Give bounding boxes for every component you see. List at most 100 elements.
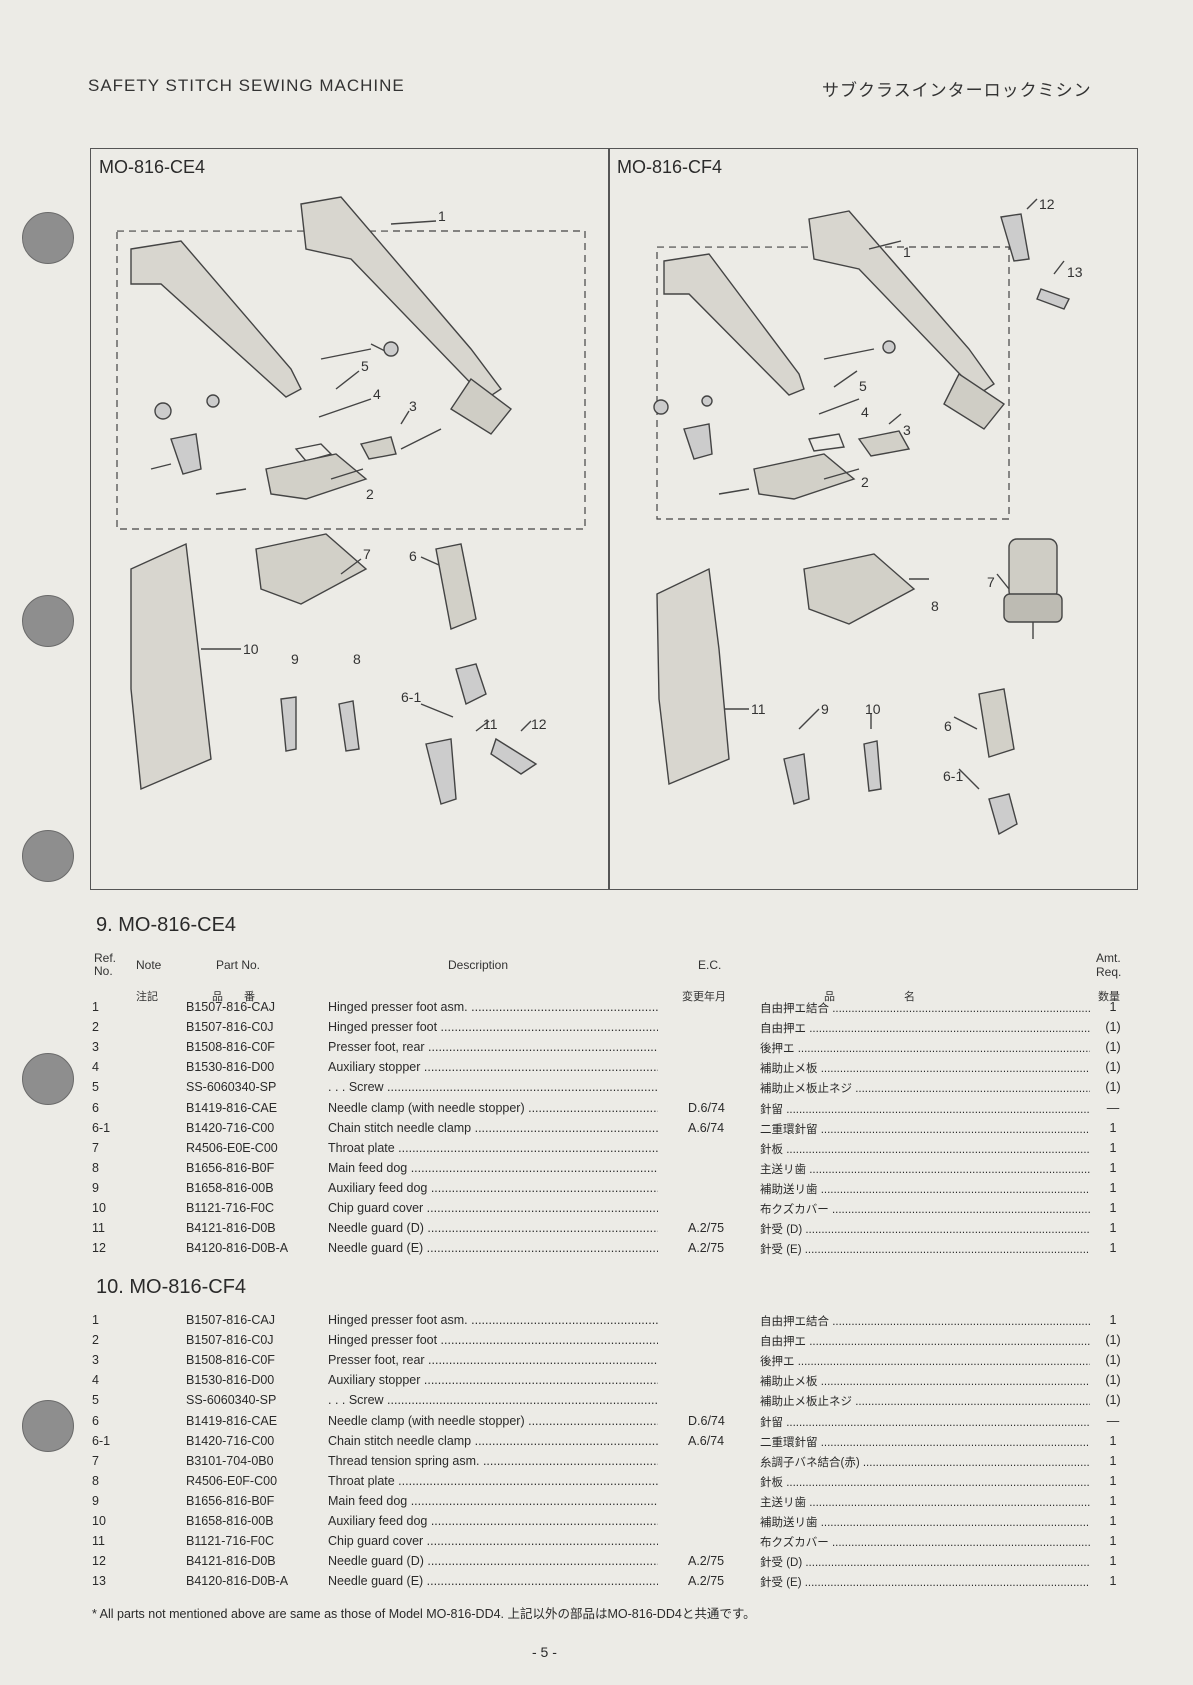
amt-cell: 1 xyxy=(1109,1534,1117,1549)
part-no-cell: B1530-816-D00 xyxy=(186,1373,275,1388)
callout-label: 3 xyxy=(409,398,417,414)
jp-name-cell: 自由押エ結合 .................................… xyxy=(760,1316,1090,1328)
callout-label: 7 xyxy=(363,546,371,562)
column-header-ref-no: Ref. No. xyxy=(94,951,117,978)
jp-name-cell: 針受 (E) .................................… xyxy=(760,1577,1090,1590)
part-no-cell: SS-6060340-SP xyxy=(186,1080,277,1095)
part-no-cell: B1508-816-C0F xyxy=(186,1353,275,1368)
exploded-view-right: 12 13 1 5 4 3 2 7 8 11 9 10 6 6-1 xyxy=(649,196,1083,836)
description-cell: Needle guard (E) .......................… xyxy=(328,1241,658,1256)
description-cell: Throat plate ...........................… xyxy=(328,1473,658,1488)
description-cell: . . . Screw ............................… xyxy=(328,1393,658,1408)
ref-no-cell: 5 xyxy=(92,1080,99,1095)
amt-cell: (1) xyxy=(1105,1373,1121,1388)
part-no-cell: B1507-816-CAJ xyxy=(186,1313,275,1327)
part-no-cell: SS-6060340-SP xyxy=(186,1393,277,1408)
ref-no-cell: 6 xyxy=(92,1100,99,1115)
description-cell: Thread tension spring asm. .............… xyxy=(328,1453,658,1468)
callout-label: 7 xyxy=(987,574,995,590)
callout-label: 2 xyxy=(861,474,869,490)
callout-label: 6-1 xyxy=(401,689,421,705)
jp-name-cell: 後押エ ....................................… xyxy=(760,1356,1090,1369)
jp-name-cell: 補助送リ歯 ..................................… xyxy=(760,1183,1090,1196)
jp-name-cell: 針板 .....................................… xyxy=(760,1143,1090,1156)
column-header-jp-name: 名 xyxy=(904,991,915,1003)
part-no-cell: B1507-816-C0J xyxy=(186,1020,274,1035)
part-no-cell: B1420-716-C00 xyxy=(186,1433,275,1448)
description-cell: Auxiliary stopper ......................… xyxy=(328,1060,658,1075)
ref-no-cell: 4 xyxy=(92,1060,99,1075)
part-no-cell: B3101-704-0B0 xyxy=(186,1453,274,1468)
ref-no-cell: 12 xyxy=(92,1241,106,1256)
column-header-jp-name: 品 xyxy=(824,991,835,1003)
jp-name-cell: 針板 .....................................… xyxy=(760,1476,1090,1489)
callout-label: 5 xyxy=(361,358,369,374)
callout-label: 5 xyxy=(859,378,867,394)
ec-cell: A.2/75 xyxy=(688,1241,725,1256)
ec-cell: A.2/75 xyxy=(688,1554,725,1569)
jp-name-cell: 自由押エ ...................................… xyxy=(760,1336,1090,1349)
figure-panel-left: MO-816-CE4 xyxy=(90,148,610,890)
description-cell: Needle clamp (with needle stopper) .....… xyxy=(328,1100,658,1115)
ref-no-cell: 10 xyxy=(92,1514,106,1528)
amt-cell: (1) xyxy=(1105,1040,1121,1055)
jp-name-cell: 補助止メ板止ネジ ...............................… xyxy=(760,1396,1090,1409)
part-no-cell: B1508-816-C0F xyxy=(186,1040,275,1055)
jp-name-cell: 布クズカバー .................................… xyxy=(760,1204,1090,1216)
part-no-cell: B1121-716-F0C xyxy=(186,1201,275,1215)
part-no-cell: B4121-816-D0B xyxy=(186,1554,276,1569)
ec-cell: A.2/75 xyxy=(688,1221,725,1236)
column-header-amt-req: Amt. Req. xyxy=(1096,951,1122,979)
jp-name-cell: 補助止メ板 ..................................… xyxy=(760,1063,1090,1076)
ec-cell: D.6/74 xyxy=(688,1100,725,1115)
amt-cell: 1 xyxy=(1109,1000,1117,1014)
jp-name-cell: 針留 .....................................… xyxy=(760,1103,1090,1116)
ref-no-cell: 1 xyxy=(92,1313,99,1327)
amt-cell: 1 xyxy=(1109,1433,1117,1448)
description-cell: Needle guard (E) .......................… xyxy=(328,1574,658,1589)
amt-cell: (1) xyxy=(1105,1393,1121,1408)
figure-model-right: MO-816-CF4 xyxy=(617,157,723,177)
part-no-cell: B1658-816-00B xyxy=(186,1180,274,1195)
amt-cell: 1 xyxy=(1109,1221,1117,1236)
ref-no-cell: 10 xyxy=(92,1201,106,1215)
description-cell: Auxiliary stopper ......................… xyxy=(328,1373,658,1388)
part-no-cell: B4120-816-D0B-A xyxy=(186,1574,289,1589)
binder-hole xyxy=(22,1400,74,1452)
ref-no-cell: 3 xyxy=(92,1353,99,1368)
callout-label: 1 xyxy=(438,208,446,224)
jp-name-cell: 糸調子バネ結合(赤) .............................… xyxy=(760,1456,1090,1469)
table-row: 4 B1530-816-D00 Auxiliary stopper ........… xyxy=(88,1373,1128,1393)
callout-label: 2 xyxy=(366,486,374,502)
callout-label: 6 xyxy=(409,548,417,564)
description-cell: Auxiliary feed dog .....................… xyxy=(328,1514,658,1528)
jp-name-cell: 二重環針留 ..................................… xyxy=(760,1436,1090,1449)
callout-label: 9 xyxy=(821,701,829,717)
description-cell: Presser foot, rear .....................… xyxy=(328,1353,658,1368)
column-header-jp-part: 品 xyxy=(212,991,223,1003)
ref-no-cell: 8 xyxy=(92,1473,99,1488)
ref-no-cell: 8 xyxy=(92,1160,99,1175)
jp-name-cell: 補助止メ板止ネジ ...............................… xyxy=(760,1083,1090,1096)
jp-name-cell: 布クズカバー .................................… xyxy=(760,1537,1090,1550)
callout-label: 6-1 xyxy=(943,768,963,784)
part-no-cell: B4120-816-D0B-A xyxy=(186,1241,289,1256)
amt-cell: 1 xyxy=(1109,1514,1117,1528)
ref-no-cell: 6-1 xyxy=(92,1433,111,1448)
amt-cell: 1 xyxy=(1109,1453,1117,1468)
ref-no-cell: 4 xyxy=(92,1373,99,1388)
description-cell: Chip guard cover .......................… xyxy=(328,1534,658,1549)
page-number: - 5 - xyxy=(532,1644,557,1660)
